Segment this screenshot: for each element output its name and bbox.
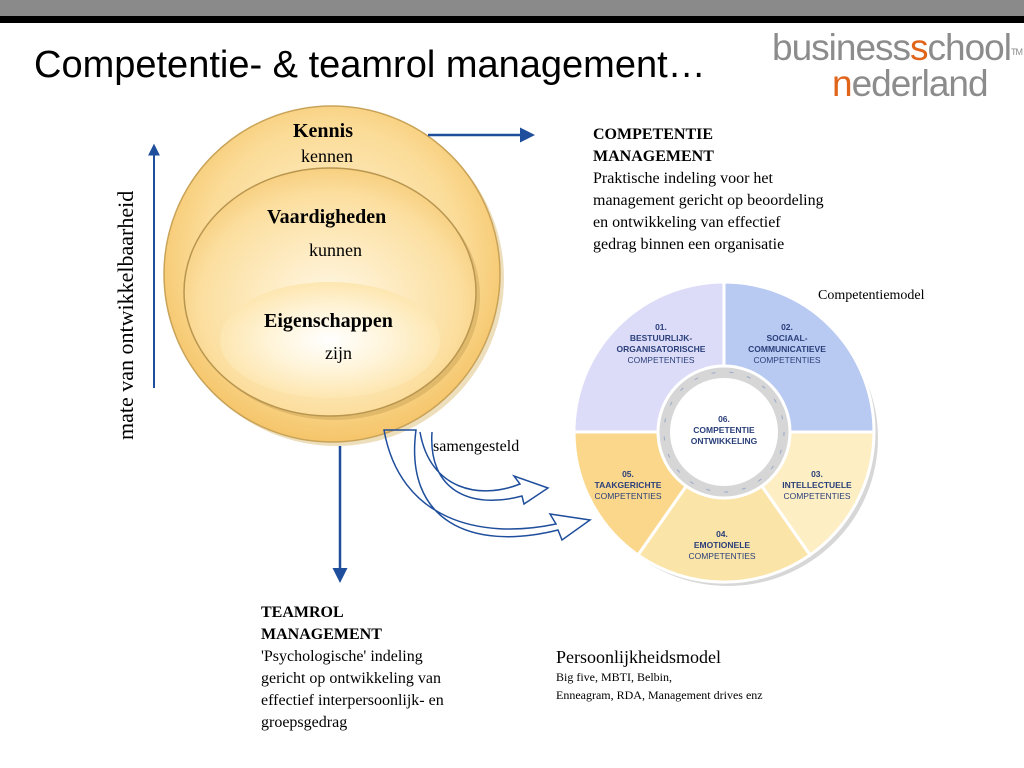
inner-circle-eigenschappen [220, 282, 440, 398]
seg3-number: 03. [811, 469, 823, 479]
seg1-number: 01. [655, 322, 667, 332]
seg5-number: 05. [622, 469, 634, 479]
competentie-line: Praktische indeling voor het [593, 170, 773, 187]
seg2-line3: COMPETENTIES [753, 355, 820, 365]
center-line1: COMPETENTIE [693, 425, 755, 435]
middle-circle-title: Vaardigheden [267, 206, 387, 228]
center-number: 06. [718, 414, 730, 424]
competentiemodel-label: Competentiemodel [818, 288, 925, 303]
inner-circle-sub: zijn [325, 343, 352, 363]
competentie-title-2: MANAGEMENT [593, 148, 714, 165]
wheel-center [670, 378, 778, 486]
seg5-line2: COMPETENTIES [594, 491, 661, 501]
seg1-line3: COMPETENTIES [627, 355, 694, 365]
persoonlijkheid-line-2: Enneagram, RDA, Management drives enz [556, 688, 763, 702]
logo: businessschoolTM nederland [772, 27, 1023, 104]
wheel-center-arrows [663, 371, 785, 493]
competentie-line: en ontwikkeling van effectief [593, 214, 781, 231]
competentie-wheel [572, 280, 878, 586]
seg1-line2: ORGANISATORISCHE [617, 344, 706, 354]
top-line [0, 16, 1024, 23]
curved-arrow-samengesteld [383, 429, 592, 542]
teamrol-block: TEAMROL MANAGEMENT 'Psychologische' inde… [261, 602, 521, 734]
outer-circle-sub: kennen [301, 146, 353, 166]
competentie-line: management gericht op beoordeling [593, 192, 824, 209]
logo-part-accent: n [832, 63, 853, 104]
teamrol-line: gericht op ontwikkeling van [261, 670, 441, 687]
samengesteld-label: samengesteld [433, 438, 520, 455]
slide-title: Competentie- & teamrol management… [34, 44, 706, 86]
logo-part-accent: s [910, 27, 928, 68]
logo-tm: TM [1010, 47, 1023, 57]
axis-label: mate van ontwikkelbaarheid [113, 190, 138, 440]
seg2-line2: COMMUNICATIEVE [748, 344, 826, 354]
teamrol-line: effectief interpersoonlijk- en [261, 692, 444, 709]
wheel-segment-emotioneel [635, 429, 813, 584]
seg4-line2: COMPETENTIES [688, 551, 755, 561]
seg2-number: 02. [781, 322, 793, 332]
logo-part: ederland [851, 63, 989, 104]
competentie-block: COMPETENTIE MANAGEMENT Praktische indeli… [593, 124, 893, 256]
seg3-line2: COMPETENTIES [783, 491, 850, 501]
logo-part: chool [927, 27, 1012, 68]
seg4-number: 04. [716, 529, 728, 539]
teamrol-title-1: TEAMROL [261, 604, 344, 621]
seg4-line1: EMOTIONELE [694, 540, 751, 550]
competentie-title-1: COMPETENTIE [593, 126, 714, 143]
competentie-line: gedrag binnen een organisatie [593, 236, 785, 253]
seg5-line1: TAAKGERICHTE [595, 480, 662, 490]
top-bar [0, 0, 1024, 16]
logo-part: business [772, 27, 911, 68]
curved-arrow-inner [419, 431, 550, 506]
persoonlijkheid-title: Persoonlijkheidsmodel [556, 647, 721, 667]
seg1-line1: BESTUURLIJK- [630, 333, 693, 343]
seg2-line1: SOCIAAL- [766, 333, 807, 343]
center-line2: ONTWIKKELING [691, 436, 758, 446]
seg3-line1: INTELLECTUELE [782, 480, 852, 490]
teamrol-line: groepsgedrag [261, 714, 348, 731]
middle-circle-sub: kunnen [309, 240, 362, 260]
inner-circle-title: Eigenschappen [264, 310, 393, 332]
teamrol-line: 'Psychologische' indeling [261, 648, 423, 665]
teamrol-title-2: MANAGEMENT [261, 626, 382, 643]
outer-circle-title: Kennis [293, 120, 354, 142]
persoonlijkheid-line-1: Big five, MBTI, Belbin, [556, 670, 672, 684]
